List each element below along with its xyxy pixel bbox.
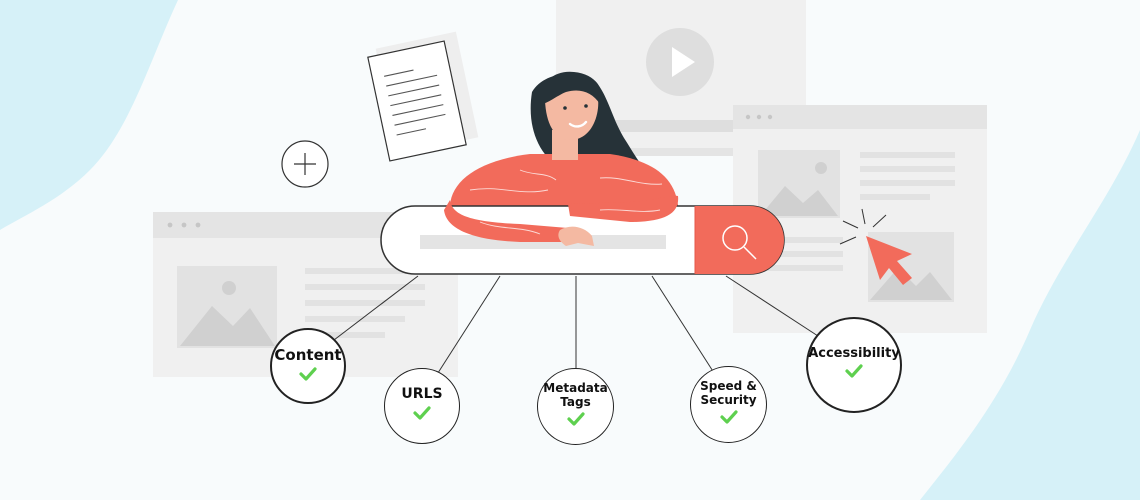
topic-label: Accessibility [808, 345, 900, 361]
topic-node-speed-security: Speed & Security [690, 366, 767, 443]
background-wave-left [0, 0, 178, 230]
topic-node-urls: URLS [384, 368, 460, 444]
woman-character [450, 71, 678, 212]
check-icon [412, 405, 432, 426]
background-wave-right [920, 130, 1140, 500]
topic-node-metadata-tags: Metadata Tags [537, 368, 614, 445]
topic-label-line1: Metadata [543, 380, 608, 395]
topic-node-content: Content [270, 328, 346, 404]
check-icon [566, 411, 586, 432]
check-icon [844, 363, 864, 384]
document-icon [367, 31, 479, 162]
check-icon [298, 366, 318, 387]
topic-label: URLS [401, 386, 443, 403]
image-placeholder-icon [760, 186, 838, 216]
topic-label-line2: Tags [560, 395, 591, 409]
check-icon [719, 409, 739, 430]
topic-label-line1: Speed & [700, 378, 757, 393]
image-placeholder-icon [180, 306, 275, 346]
cursor-arrow-icon [839, 208, 912, 285]
woman-arms [444, 195, 679, 246]
topic-label-line2: Security [700, 393, 757, 407]
topic-node-accessibility: Accessibility [806, 317, 902, 413]
connector-lines [333, 275, 819, 377]
plus-circle-icon [281, 140, 329, 188]
topic-label: Content [274, 345, 342, 364]
search-icon [722, 225, 757, 260]
